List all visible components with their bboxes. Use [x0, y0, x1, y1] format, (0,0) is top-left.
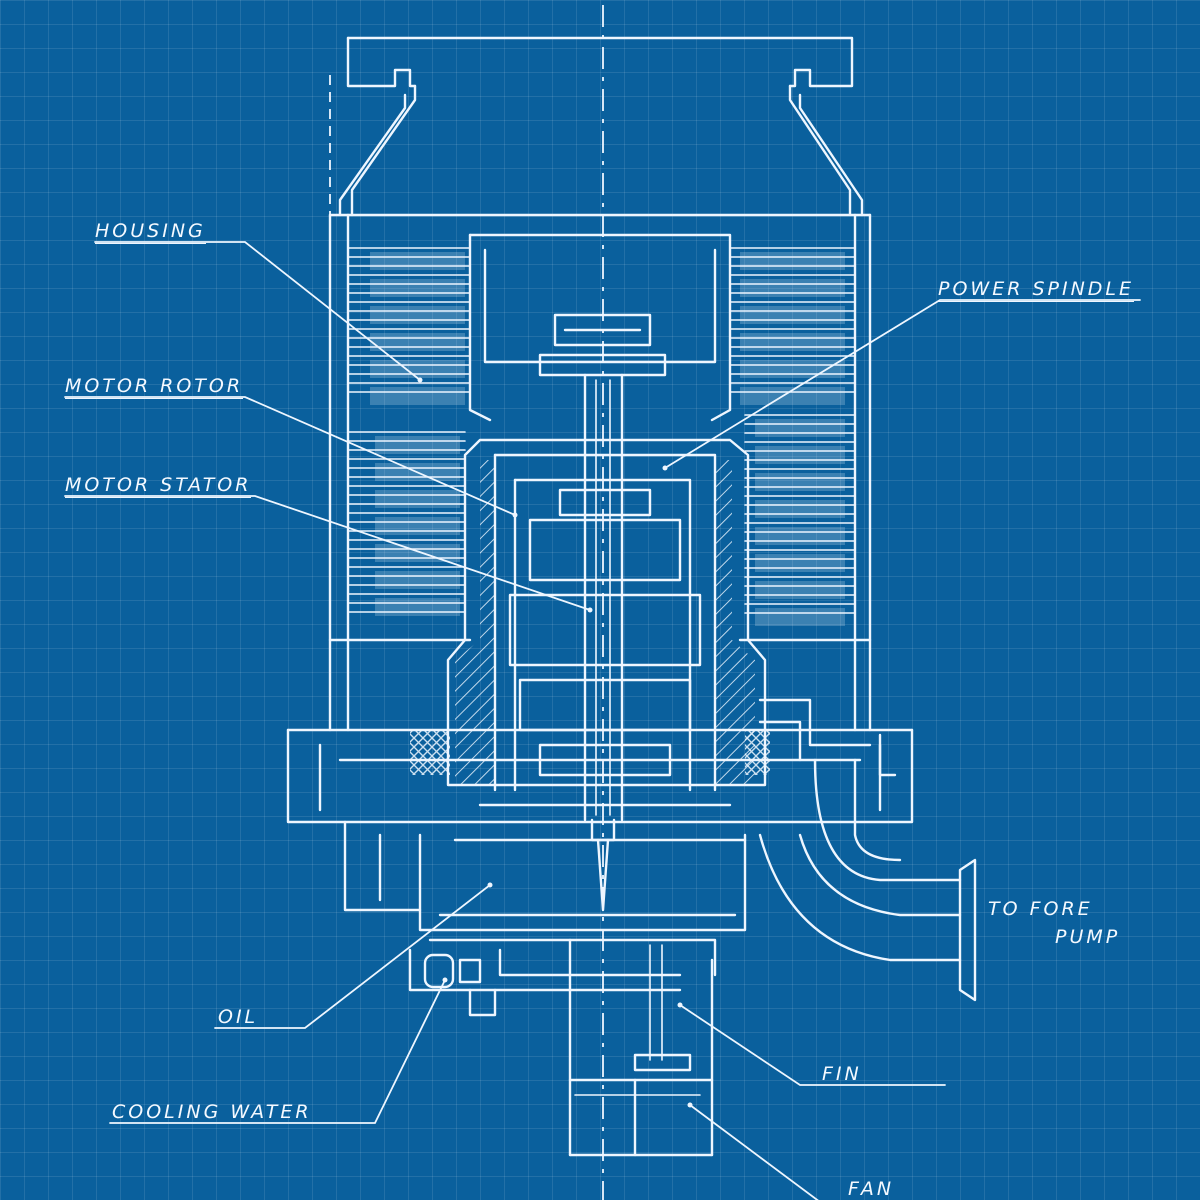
- fore-pump-elbow: [758, 698, 977, 1002]
- label-housing: HOUSING: [95, 220, 206, 244]
- left-blade-band: [375, 436, 460, 454]
- right-blade-band: [740, 279, 845, 297]
- left-blade-band: [370, 279, 465, 297]
- left-blade-band: [370, 333, 465, 351]
- right-blade-band: [755, 608, 845, 626]
- right-blade-band: [755, 581, 845, 599]
- right-blade-band: [755, 554, 845, 572]
- left-blade-band: [370, 360, 465, 378]
- right-blade-band: [755, 419, 845, 437]
- label-oil: OIL: [218, 1006, 259, 1028]
- base-plate-hatching: [410, 730, 770, 775]
- label-motor-rotor: MOTOR ROTOR: [65, 375, 244, 399]
- label-fin: FIN: [822, 1063, 862, 1085]
- label-motor-stator: MOTOR STATOR: [65, 474, 252, 498]
- left-blade-band: [370, 306, 465, 324]
- label-to-fore-pump-line2: PUMP: [1055, 926, 1121, 948]
- oil-reservoir: [343, 820, 747, 1017]
- right-blade-band: [740, 252, 845, 270]
- fin-fan-housing: [568, 938, 714, 1157]
- right-blade-band: [740, 306, 845, 324]
- left-blade-band: [375, 544, 460, 562]
- label-power-spindle: POWER SPINDLE: [938, 278, 1135, 302]
- right-blade-band: [755, 527, 845, 545]
- right-blade-band: [740, 360, 845, 378]
- label-to-fore-pump-line1: TO FORE: [988, 898, 1093, 920]
- label-cooling-water: COOLING WATER: [112, 1101, 312, 1123]
- inlet-flange: [338, 36, 864, 217]
- left-blade-band: [375, 571, 460, 589]
- rotor-cup: [468, 233, 732, 422]
- right-blade-band: [755, 473, 845, 491]
- housing-body: [328, 213, 872, 732]
- right-blade-band: [740, 387, 845, 405]
- motor-rotor-hatching: [455, 460, 755, 785]
- left-blade-band: [375, 598, 460, 616]
- left-blade-band: [370, 387, 465, 405]
- leader-lines: [64, 241, 1141, 1200]
- leader-arrowheads: [417, 377, 693, 1108]
- right-blade-band: [755, 500, 845, 518]
- right-blade-band: [755, 446, 845, 464]
- left-blade-stack: [347, 247, 471, 616]
- left-blade-band: [375, 517, 460, 535]
- label-fan: FAN: [848, 1178, 895, 1200]
- right-blade-band: [740, 333, 845, 351]
- left-blade-band: [375, 490, 460, 508]
- left-blade-band: [370, 252, 465, 270]
- right-blade-stack: [729, 247, 856, 626]
